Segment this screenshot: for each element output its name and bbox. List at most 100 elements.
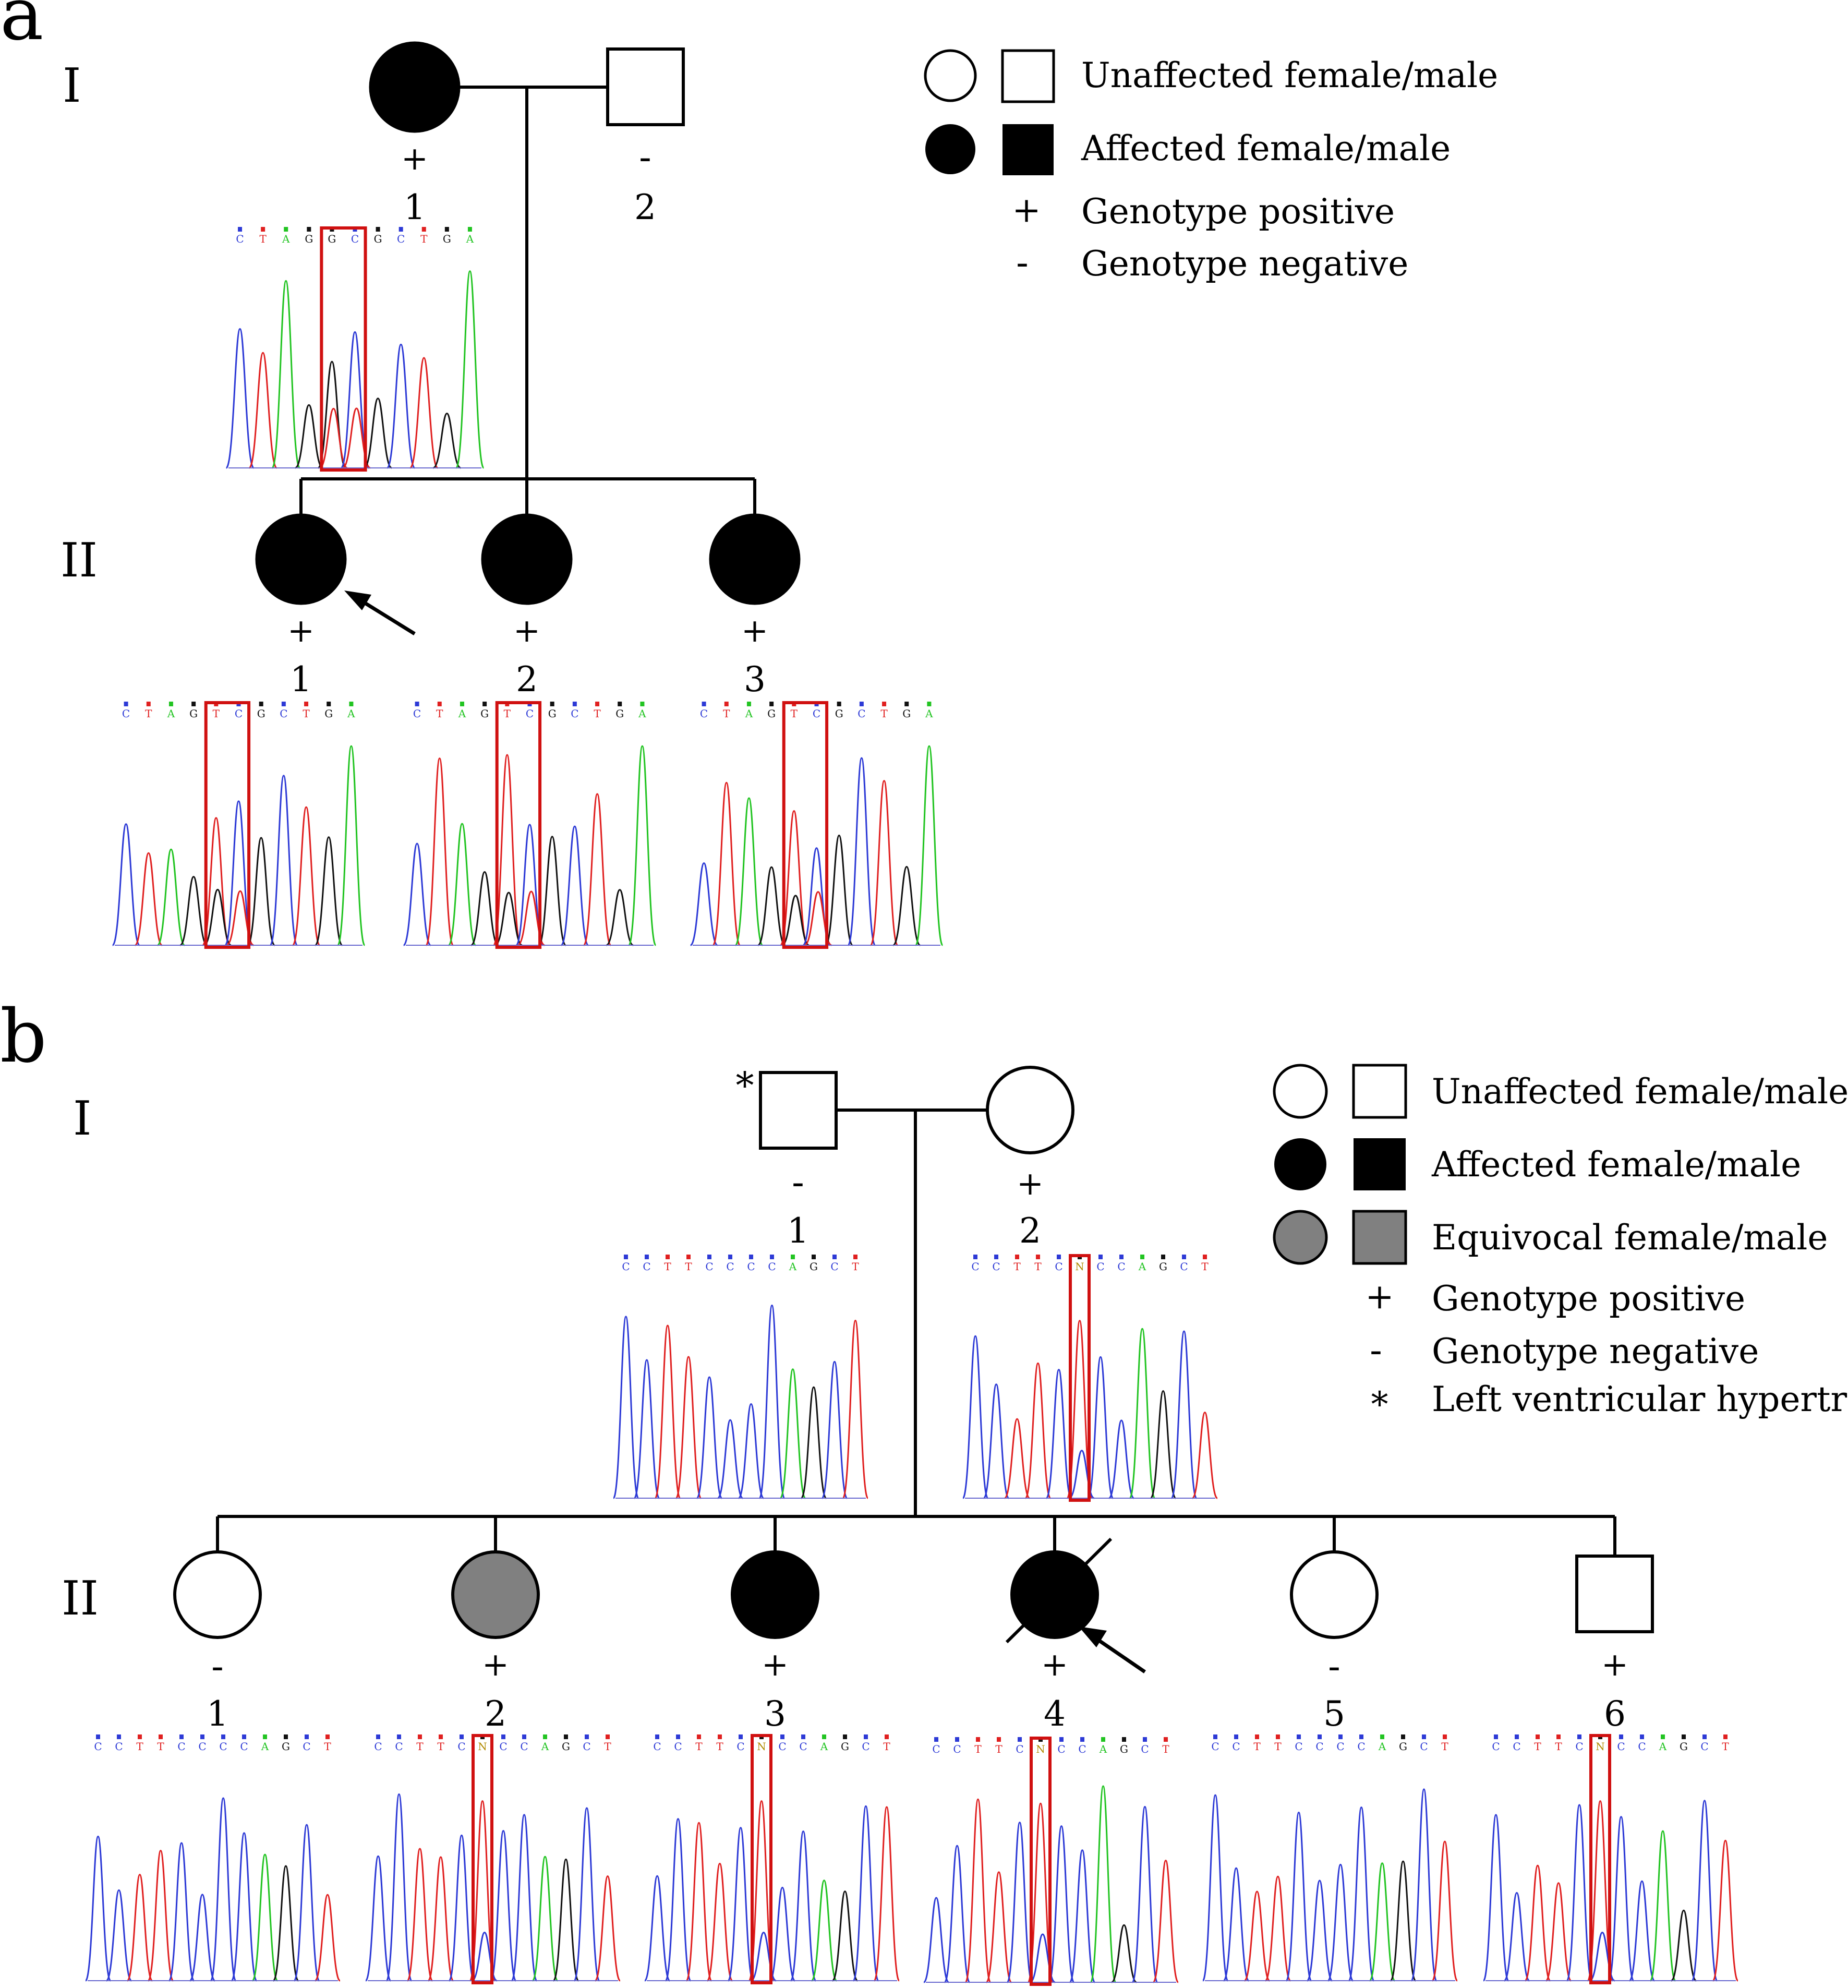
variant-highlight-box bbox=[495, 701, 542, 949]
base-marker bbox=[832, 1255, 837, 1259]
base-call: T bbox=[791, 707, 798, 720]
trace-peak bbox=[852, 1805, 879, 1982]
base-marker bbox=[676, 1734, 680, 1739]
base-marker bbox=[1234, 1734, 1238, 1739]
number-a-II-1: 1 bbox=[290, 659, 312, 700]
base-call: T bbox=[1722, 1740, 1729, 1753]
trace-peak bbox=[1545, 1882, 1572, 1982]
base-marker bbox=[168, 702, 173, 706]
base-call: C bbox=[1232, 1740, 1240, 1753]
base-call: G bbox=[189, 707, 198, 720]
base-marker bbox=[307, 227, 311, 232]
genotype-b-II-1: - bbox=[211, 1645, 224, 1688]
base-call: C bbox=[235, 707, 243, 720]
legend-b-affected-female-symbol bbox=[1274, 1138, 1326, 1190]
base-marker bbox=[885, 1734, 889, 1739]
base-marker bbox=[1297, 1734, 1301, 1739]
base-marker bbox=[325, 1734, 330, 1739]
trace-peak bbox=[1024, 1362, 1052, 1499]
base-marker bbox=[697, 1734, 701, 1739]
trace-peak bbox=[337, 745, 366, 946]
trace-peak bbox=[758, 1304, 786, 1499]
base-call: G bbox=[257, 707, 265, 720]
trace-peak bbox=[448, 823, 477, 946]
trace-peak bbox=[269, 775, 298, 946]
deceased-slash-b-II-4 bbox=[1005, 1537, 1113, 1644]
individual-b-II-6-symbol bbox=[1575, 1555, 1654, 1633]
base-marker bbox=[770, 1255, 774, 1259]
trace-peak bbox=[685, 1822, 712, 1982]
legend-b-unaffected-male-symbol bbox=[1352, 1064, 1407, 1119]
base-marker bbox=[853, 1255, 857, 1259]
base-call: T bbox=[1555, 1740, 1562, 1753]
base-call: A bbox=[541, 1740, 549, 1753]
legend-a-unaffected-male-symbol bbox=[1001, 49, 1055, 103]
base-call: C bbox=[799, 1740, 807, 1753]
base-call: A bbox=[789, 1260, 797, 1273]
base-call: C bbox=[705, 1260, 713, 1273]
base-marker bbox=[812, 1255, 816, 1259]
base-call: C bbox=[778, 1740, 786, 1753]
trace-peak bbox=[224, 800, 253, 946]
base-marker bbox=[1723, 1734, 1728, 1739]
base-call: C bbox=[653, 1740, 661, 1753]
genotype-b-II-3: + bbox=[762, 1645, 789, 1683]
base-call: N bbox=[757, 1740, 766, 1753]
legend-b-lvh-symbol: * bbox=[1371, 1384, 1388, 1425]
panel-label-a: a bbox=[0, 0, 43, 57]
base-marker bbox=[305, 1734, 309, 1739]
base-marker bbox=[1098, 1255, 1103, 1259]
trace-peak bbox=[1048, 1825, 1075, 1983]
trace-peak bbox=[847, 757, 876, 946]
trace-peak bbox=[1066, 1320, 1093, 1499]
base-call: T bbox=[1534, 1740, 1541, 1753]
base-call: T bbox=[974, 1743, 982, 1755]
base-call: C bbox=[583, 1740, 590, 1753]
base-call: A bbox=[282, 233, 290, 245]
base-marker bbox=[1036, 1255, 1040, 1259]
base-call: C bbox=[303, 1740, 310, 1753]
base-call: C bbox=[1055, 1260, 1062, 1273]
trace-peak bbox=[189, 1894, 216, 1982]
trace-peak bbox=[734, 797, 764, 946]
trace-peak bbox=[1150, 1390, 1177, 1499]
trace-peak bbox=[962, 1335, 989, 1499]
legend-b: Unaffected female/male Affected female/m… bbox=[1273, 1064, 1848, 1425]
base-marker bbox=[707, 1255, 711, 1259]
base-marker bbox=[686, 1255, 691, 1259]
base-call: C bbox=[674, 1740, 682, 1753]
base-marker bbox=[976, 1737, 980, 1742]
base-marker bbox=[624, 1255, 628, 1259]
trace-peak bbox=[272, 1865, 299, 1982]
number-b-II-4: 4 bbox=[1044, 1694, 1066, 1734]
trace-peak bbox=[757, 866, 786, 946]
trace-peak bbox=[769, 1886, 796, 1982]
base-marker bbox=[655, 1734, 659, 1739]
trace-peak bbox=[385, 1793, 413, 1982]
trace-peak bbox=[594, 1875, 621, 1982]
base-call: G bbox=[328, 233, 336, 245]
base-call: G bbox=[305, 233, 313, 245]
base-call: C bbox=[526, 707, 534, 720]
base-marker bbox=[259, 702, 263, 706]
base-marker bbox=[645, 1255, 649, 1259]
trace-peak bbox=[126, 1874, 153, 1982]
trace-peak bbox=[1152, 1860, 1179, 1983]
trace-peak bbox=[1524, 1864, 1551, 1982]
trace-peak bbox=[779, 810, 808, 946]
base-marker bbox=[822, 1734, 826, 1739]
base-marker bbox=[1143, 1737, 1147, 1742]
base-call: T bbox=[136, 1740, 143, 1753]
base-marker bbox=[1122, 1737, 1126, 1742]
base-marker bbox=[437, 702, 442, 706]
variant-highlight-box bbox=[204, 701, 251, 949]
number-b-II-2: 2 bbox=[485, 1694, 506, 1734]
base-marker bbox=[618, 702, 622, 706]
trace-peak bbox=[964, 1798, 992, 1983]
base-marker bbox=[124, 702, 128, 706]
base-marker bbox=[263, 1734, 267, 1739]
base-marker bbox=[501, 1734, 505, 1739]
